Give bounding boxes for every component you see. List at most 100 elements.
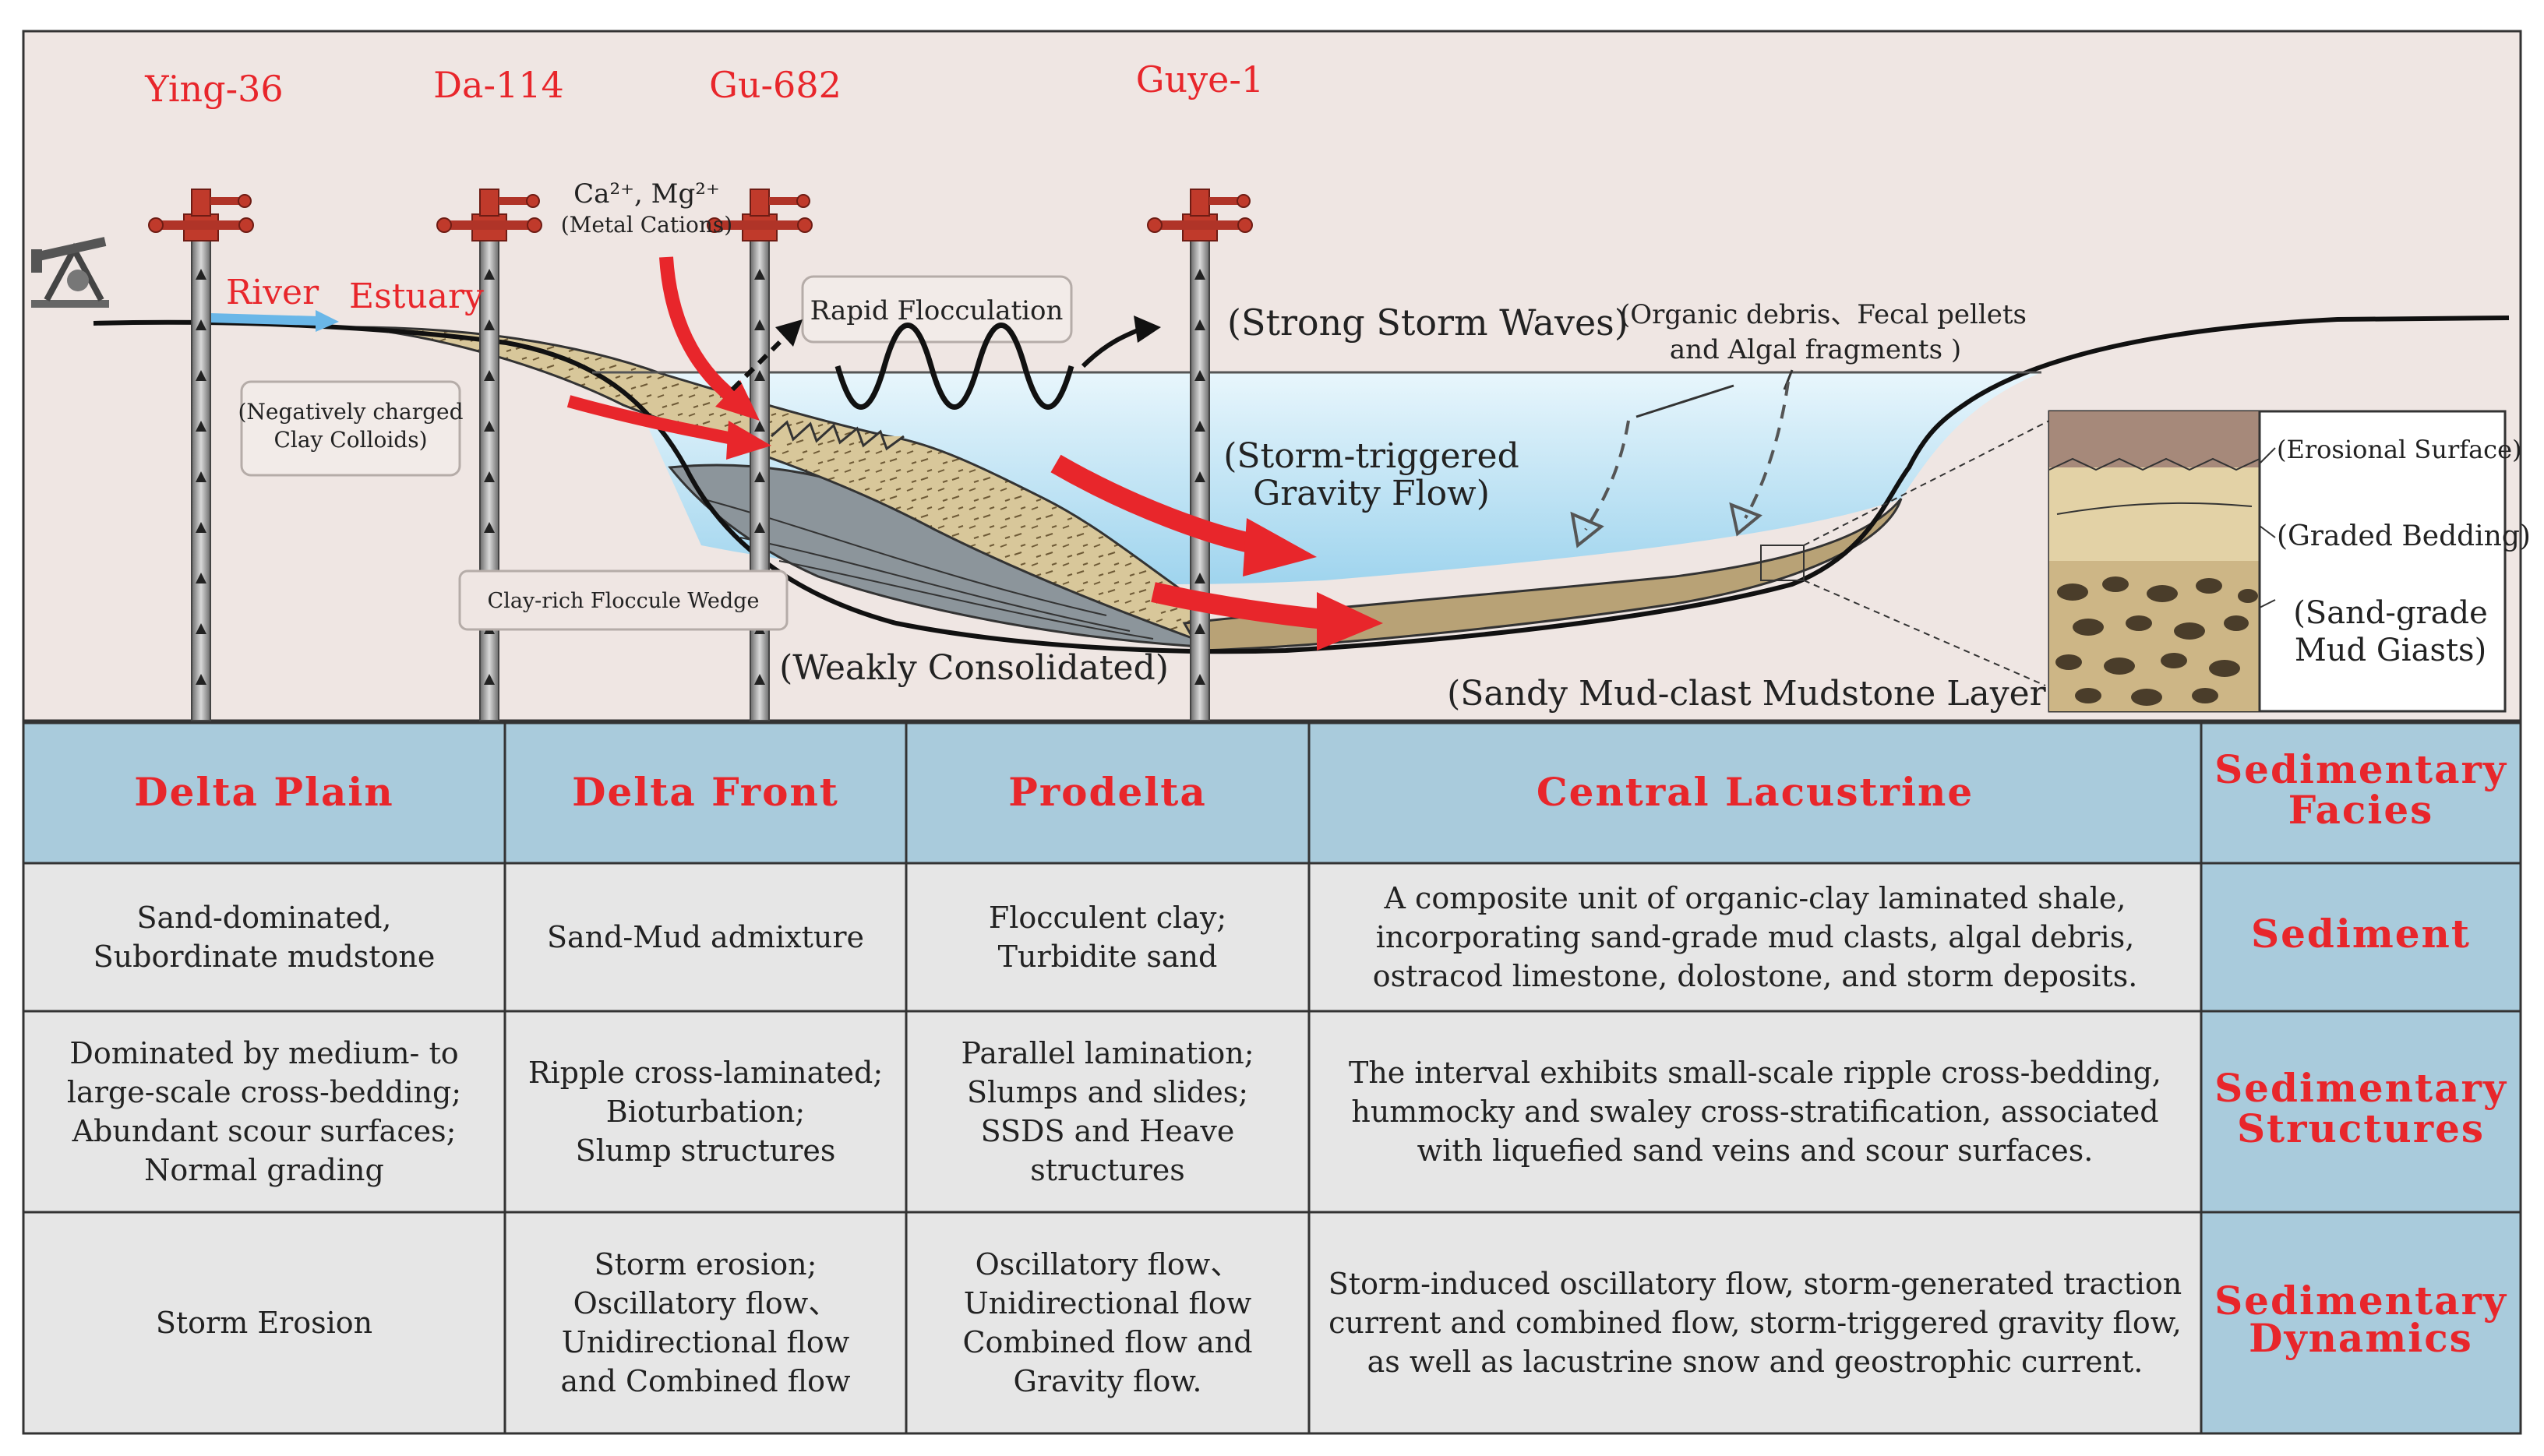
organic-debris-label-sub: and Algal fragments ) [1670, 334, 1961, 365]
facies-table: Delta Plain Delta Front Prodelta Central La… [22, 721, 2522, 1435]
cell-dynamics-2-line: Oscillatory flow、 [976, 1247, 1240, 1281]
side-header-cell [2200, 862, 2522, 1013]
cell-dynamics-1-line: Unidirectional flow [562, 1325, 850, 1359]
river-label: River [226, 273, 319, 312]
ground-surface [93, 316, 2510, 654]
column-header-central-lacustrine: Central Lacustrine [1537, 769, 1974, 815]
pump-jack-icon [31, 237, 109, 308]
gravity-flow-label: (Storm-triggered [1223, 436, 1519, 476]
storm-wave-icon [834, 323, 1074, 410]
clay-colloids-box [240, 380, 461, 477]
cell-sediment-0-line: Subordinate mudstone [94, 940, 436, 974]
column-header-delta-plain: Delta Plain [134, 769, 393, 815]
side-header-facies-line: Facies [2288, 787, 2434, 833]
side-header-structures-line: Structures [2237, 1105, 2485, 1151]
storm-waves-label: (Strong Storm Waves) [1227, 301, 1628, 344]
cell-structures-1-line: Bioturbation; [606, 1095, 805, 1129]
column-header-prodelta: Prodelta [1008, 769, 1207, 815]
cell-dynamics-2-line: Combined flow and [962, 1325, 1252, 1359]
cell-dynamics-2-line: Unidirectional flow [964, 1286, 1252, 1320]
table-cell [905, 862, 1311, 1013]
cell-sediment-1-line: Sand-Mud admixture [547, 920, 864, 954]
graded-bedding-label: (Graded Bedding) [2277, 520, 2531, 552]
table-cell [1307, 862, 2203, 1013]
mudstone-layer-label: (Sandy Mud-clast Mudstone Layer) [1447, 674, 2059, 714]
floccule-wedge-box [458, 569, 789, 631]
cell-dynamics-1-line: and Combined flow [560, 1364, 851, 1398]
well-label-guye-1: Guye-1 [1136, 58, 1264, 100]
cell-structures-1-line: Slump structures [576, 1133, 836, 1168]
cell-structures-2-line: Parallel lamination; [961, 1036, 1254, 1070]
cell-structures-0-line: Abundant scour surfaces; [72, 1114, 457, 1148]
table-cell [503, 1010, 908, 1214]
cell-sediment-2-line: Turbidite sand [998, 940, 1218, 974]
core-section-inset [2048, 410, 2507, 713]
table-cell [1307, 1010, 2203, 1214]
table-cell [905, 1010, 1311, 1214]
cell-structures-1-line: Ripple cross-laminated; [528, 1056, 883, 1090]
cell-dynamics-3-line: current and combined flow, storm-trigger… [1328, 1306, 2182, 1340]
cell-sediment-3-line: ostracod limestone, dolostone, and storm… [1373, 959, 2138, 993]
well-4 [1147, 189, 1253, 721]
header-cell [22, 721, 506, 865]
cell-structures-3-line: hummocky and swaley cross-stratification… [1351, 1095, 2158, 1129]
weakly-consolidated-label: (Weakly Consolidated) [779, 648, 1169, 688]
well-label-ying-36: Ying-36 [144, 68, 283, 110]
well-3 [707, 189, 813, 721]
table-cell [22, 1010, 506, 1214]
cations-label-sub: (Metal Cations) [561, 212, 732, 238]
erosional-surface-label: (Erosional Surface) [2277, 435, 2522, 464]
cell-sediment-0-line: Sand-dominated, [136, 901, 391, 935]
settling-arrow-icon-2 [1744, 381, 1790, 519]
header-cell [2200, 721, 2522, 865]
cell-sediment-2-line: Flocculent clay; [989, 901, 1226, 935]
table-cell [905, 1211, 1311, 1435]
river-arrow-icon [210, 313, 320, 326]
rapid-flocculation-label: Rapid Flocculation [810, 295, 1064, 326]
cation-arrow-icon [659, 256, 737, 404]
cell-structures-0-line: Normal grading [144, 1153, 384, 1187]
gravity-flow-arrow-icon [1050, 454, 1265, 555]
clay-colloids-label-sub: Clay Colloids) [273, 427, 427, 453]
table-cell [503, 1211, 908, 1435]
wells [148, 189, 1253, 721]
side-header-dynamics-line: Dynamics [2249, 1315, 2473, 1361]
well-label-gu-682: Gu-682 [709, 64, 842, 106]
cell-structures-0-line: Dominated by medium- to [69, 1036, 458, 1070]
cell-structures-2-line: Slumps and slides; [967, 1075, 1248, 1109]
settling-arrow-icon [1584, 420, 1630, 531]
gravity-flow-arrow-icon-2 [1151, 582, 1326, 629]
wellhead-icon [148, 189, 254, 241]
wellhead-icon [436, 189, 542, 241]
cell-dynamics-0-line: Storm Erosion [156, 1306, 372, 1340]
header-cell [1307, 721, 2203, 865]
side-header-facies-line: Sedimentary [2214, 746, 2507, 792]
well-2 [436, 189, 542, 721]
cell-structures-3-line: The interval exhibits small-scale ripple… [1349, 1056, 2161, 1090]
cell-dynamics-3-line: Storm-induced oscillatory flow, storm-ge… [1328, 1267, 2182, 1301]
side-header-sediment-line: Sediment [2251, 911, 2471, 957]
column-header-delta-front: Delta Front [572, 769, 839, 815]
cell-dynamics-2-line: Gravity flow. [1014, 1364, 1202, 1398]
organic-debris-label: (Organic debris、Fecal pellets [1620, 299, 2027, 330]
wellhead-icon [1147, 189, 1253, 241]
well-1 [148, 189, 254, 721]
flow-arrow-icon [566, 395, 742, 446]
cell-structures-0-line: large-scale cross-bedding; [67, 1075, 461, 1109]
mudstone-layer [1182, 498, 1903, 652]
table-cell [503, 862, 908, 1013]
cell-structures-2-line: SSDS and Heave [981, 1114, 1235, 1148]
cell-dynamics-1-line: Storm erosion; [595, 1247, 817, 1281]
clay-colloids-label: (Negatively charged [238, 399, 463, 425]
side-header-cell [2200, 1211, 2522, 1435]
cell-sediment-3-line: A composite unit of organic-clay laminat… [1384, 881, 2126, 915]
table-cell [22, 862, 506, 1013]
wellhead-icon [707, 189, 813, 241]
cell-dynamics-3-line: as well as lacustrine snow and geostroph… [1367, 1345, 2144, 1379]
cell-dynamics-1-line: Oscillatory flow、 [573, 1286, 838, 1320]
side-header-dynamics-line: Sedimentary [2214, 1278, 2507, 1324]
side-header-structures-line: Sedimentary [2214, 1065, 2507, 1111]
floccule-wedge-label: Clay-rich Floccule Wedge [488, 589, 760, 613]
mud-giasts-label: (Sand-grade [2293, 595, 2488, 631]
